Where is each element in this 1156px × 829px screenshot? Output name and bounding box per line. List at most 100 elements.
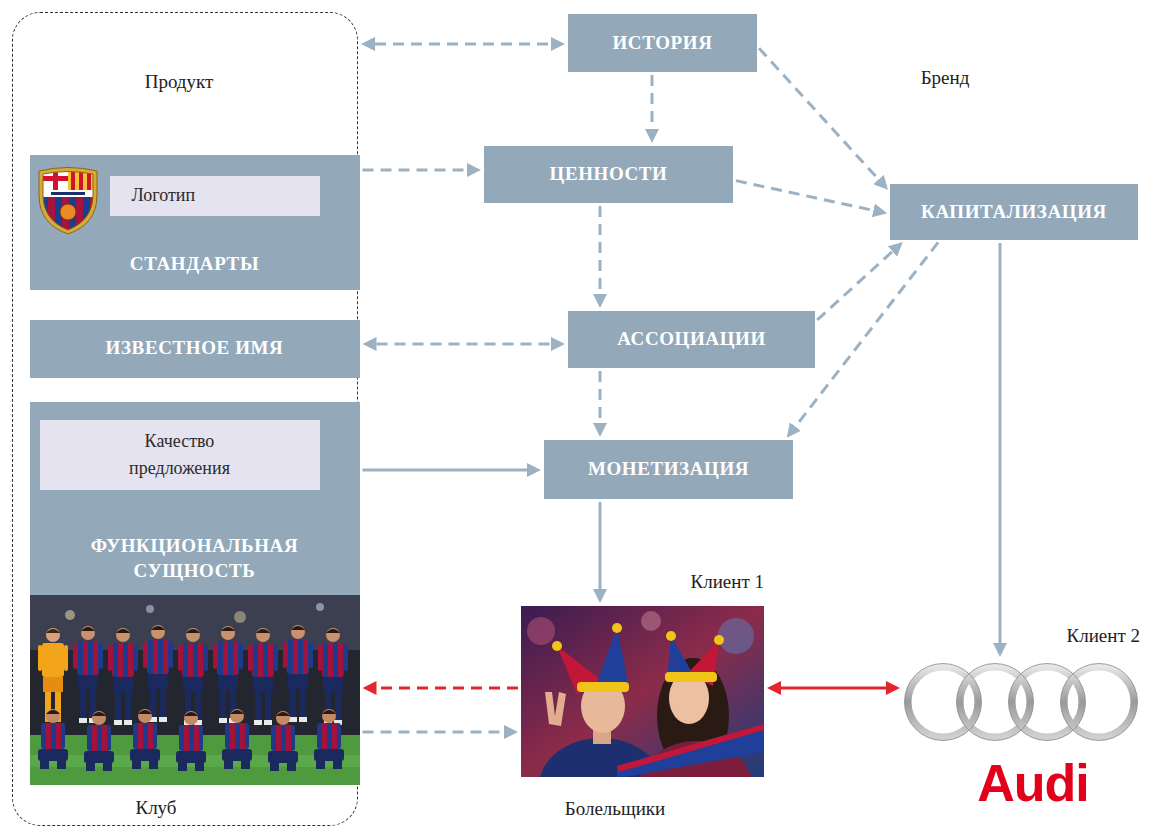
drawing-part <box>577 682 629 692</box>
drawing-part <box>36 190 100 197</box>
drawing-part <box>65 610 75 620</box>
text-slot: Audi <box>933 754 1133 812</box>
flow-arrow <box>651 75 654 129</box>
brand-box: МОНЕТИЗАЦИЯ <box>544 440 793 499</box>
drawing-part <box>268 711 298 771</box>
caption-label: Болельщики <box>565 798 665 821</box>
drawing-part <box>527 617 555 645</box>
flow-arrow <box>363 731 505 734</box>
drawing-part <box>666 631 676 641</box>
drawing-part <box>316 603 324 611</box>
drawing-part <box>36 197 100 235</box>
drawing-part <box>283 625 313 722</box>
section-label: Бренд <box>921 67 970 90</box>
feature-label: Качество предложения <box>100 428 260 480</box>
text-slot: Бренд <box>900 64 990 92</box>
drawing-part <box>1009 664 1086 741</box>
drawing-part <box>714 635 724 645</box>
text-slot: ИЗВЕСТНОЕ ИМЯ <box>30 320 360 378</box>
drawing-part <box>222 709 252 769</box>
caption-label: Продукт <box>145 71 214 94</box>
drawing-part <box>612 623 622 633</box>
drawing-part <box>905 664 1138 741</box>
drawing-part <box>38 709 68 769</box>
drawing-part <box>314 709 344 769</box>
flow-arrow <box>377 687 519 690</box>
drawing-part <box>36 176 68 181</box>
car-brand-rings <box>903 660 1140 745</box>
caption-label: Клуб <box>135 797 176 820</box>
text-slot: ИСТОРИЯ <box>568 14 757 72</box>
text-slot: ФУНКЦИОНАЛЬНАЯ СУЩНОСТЬ <box>44 527 346 591</box>
flow-arrow <box>817 251 892 320</box>
concept-box: ФУНКЦИОНАЛЬНАЯ СУЩНОСТЬ Качество предложе… <box>30 402 360 785</box>
text-slot: Клуб <box>66 794 246 822</box>
flow-arrow <box>375 43 551 46</box>
drawing-part <box>87 165 91 190</box>
drawing-part <box>60 204 76 220</box>
flow-arrow <box>363 469 528 472</box>
client-logo: Клиент 2Audi <box>903 660 1140 745</box>
drawing-part <box>178 628 208 725</box>
text-slot: КАПИТАЛИЗАЦИЯ <box>890 184 1138 240</box>
drawing-part <box>143 625 173 722</box>
drawing-part <box>30 595 360 785</box>
concept-box: ИЗВЕСТНОЕ ИМЯ <box>30 320 360 378</box>
drawing-part <box>71 165 75 190</box>
drawing-part <box>641 611 661 631</box>
drawing-part <box>79 165 83 190</box>
flow-arrow <box>363 169 468 172</box>
brand-box: ИСТОРИЯ <box>568 14 757 72</box>
drawing-part <box>68 165 100 190</box>
drawing-part <box>176 711 206 771</box>
text-slot: МОНЕТИЗАЦИЯ <box>544 440 793 499</box>
drawing-part <box>38 628 68 722</box>
drawing-part <box>108 628 138 725</box>
box-label: АССОЦИАЦИИ <box>617 327 766 352</box>
text-slot: Логотип <box>132 176 312 216</box>
box-label: КАПИТАЛИЗАЦИЯ <box>921 200 1107 225</box>
drawing-part <box>51 192 85 195</box>
text-slot: Клиент 1 <box>611 568 764 596</box>
drawing-part <box>617 724 764 772</box>
drawing-part <box>718 618 754 654</box>
drawing-part <box>552 641 562 651</box>
caption-label: Клиент 1 <box>691 571 764 594</box>
caption-label: Audi <box>977 757 1089 809</box>
box-label: ИСТОРИЯ <box>612 31 712 56</box>
flow-arrow <box>599 502 602 589</box>
flow-arrow <box>795 242 938 426</box>
drawing-part <box>43 171 93 230</box>
drawing-part <box>905 664 982 741</box>
drawing-part <box>1061 664 1138 741</box>
text-slot: АССОЦИАЦИИ <box>568 311 815 368</box>
flow-arrow <box>599 371 602 423</box>
text-slot: Клиент 2 <box>1000 622 1140 650</box>
drawing-part <box>36 165 100 235</box>
drawing-part <box>234 611 246 623</box>
box-label: ФУНКЦИОНАЛЬНАЯ СУЩНОСТЬ <box>44 534 346 583</box>
flow-arrow <box>736 181 873 211</box>
club-crest <box>36 165 100 235</box>
brand-box: ЦЕННОСТИ <box>484 146 733 203</box>
drawing-part <box>73 626 103 723</box>
product-group: ПродуктКлуб СТАНДАРТЫ ЛоготипИЗВЕСТНОЕ ИМ… <box>12 12 358 826</box>
flow-arrow <box>377 343 552 346</box>
drawing-part <box>908 667 1134 737</box>
feature-box: Качество предложения <box>40 420 320 490</box>
box-label: МОНЕТИЗАЦИЯ <box>588 457 749 482</box>
client-photo: Клиент 1Болельщики <box>521 606 764 777</box>
drawing-part <box>957 664 1034 741</box>
box-label: СТАНДАРТЫ <box>130 252 259 277</box>
team-photo <box>30 595 360 785</box>
flow-arrow <box>781 687 886 690</box>
flow-arrow <box>599 206 602 294</box>
drawing-part <box>1064 667 1134 737</box>
caption-label: Клиент 2 <box>1067 625 1140 648</box>
text-slot: Качество предложения <box>100 420 260 490</box>
box-label: ЦЕННОСТИ <box>550 162 668 187</box>
drawing-part <box>213 626 243 723</box>
drawing-part <box>617 724 764 777</box>
drawing-part <box>90 197 97 235</box>
